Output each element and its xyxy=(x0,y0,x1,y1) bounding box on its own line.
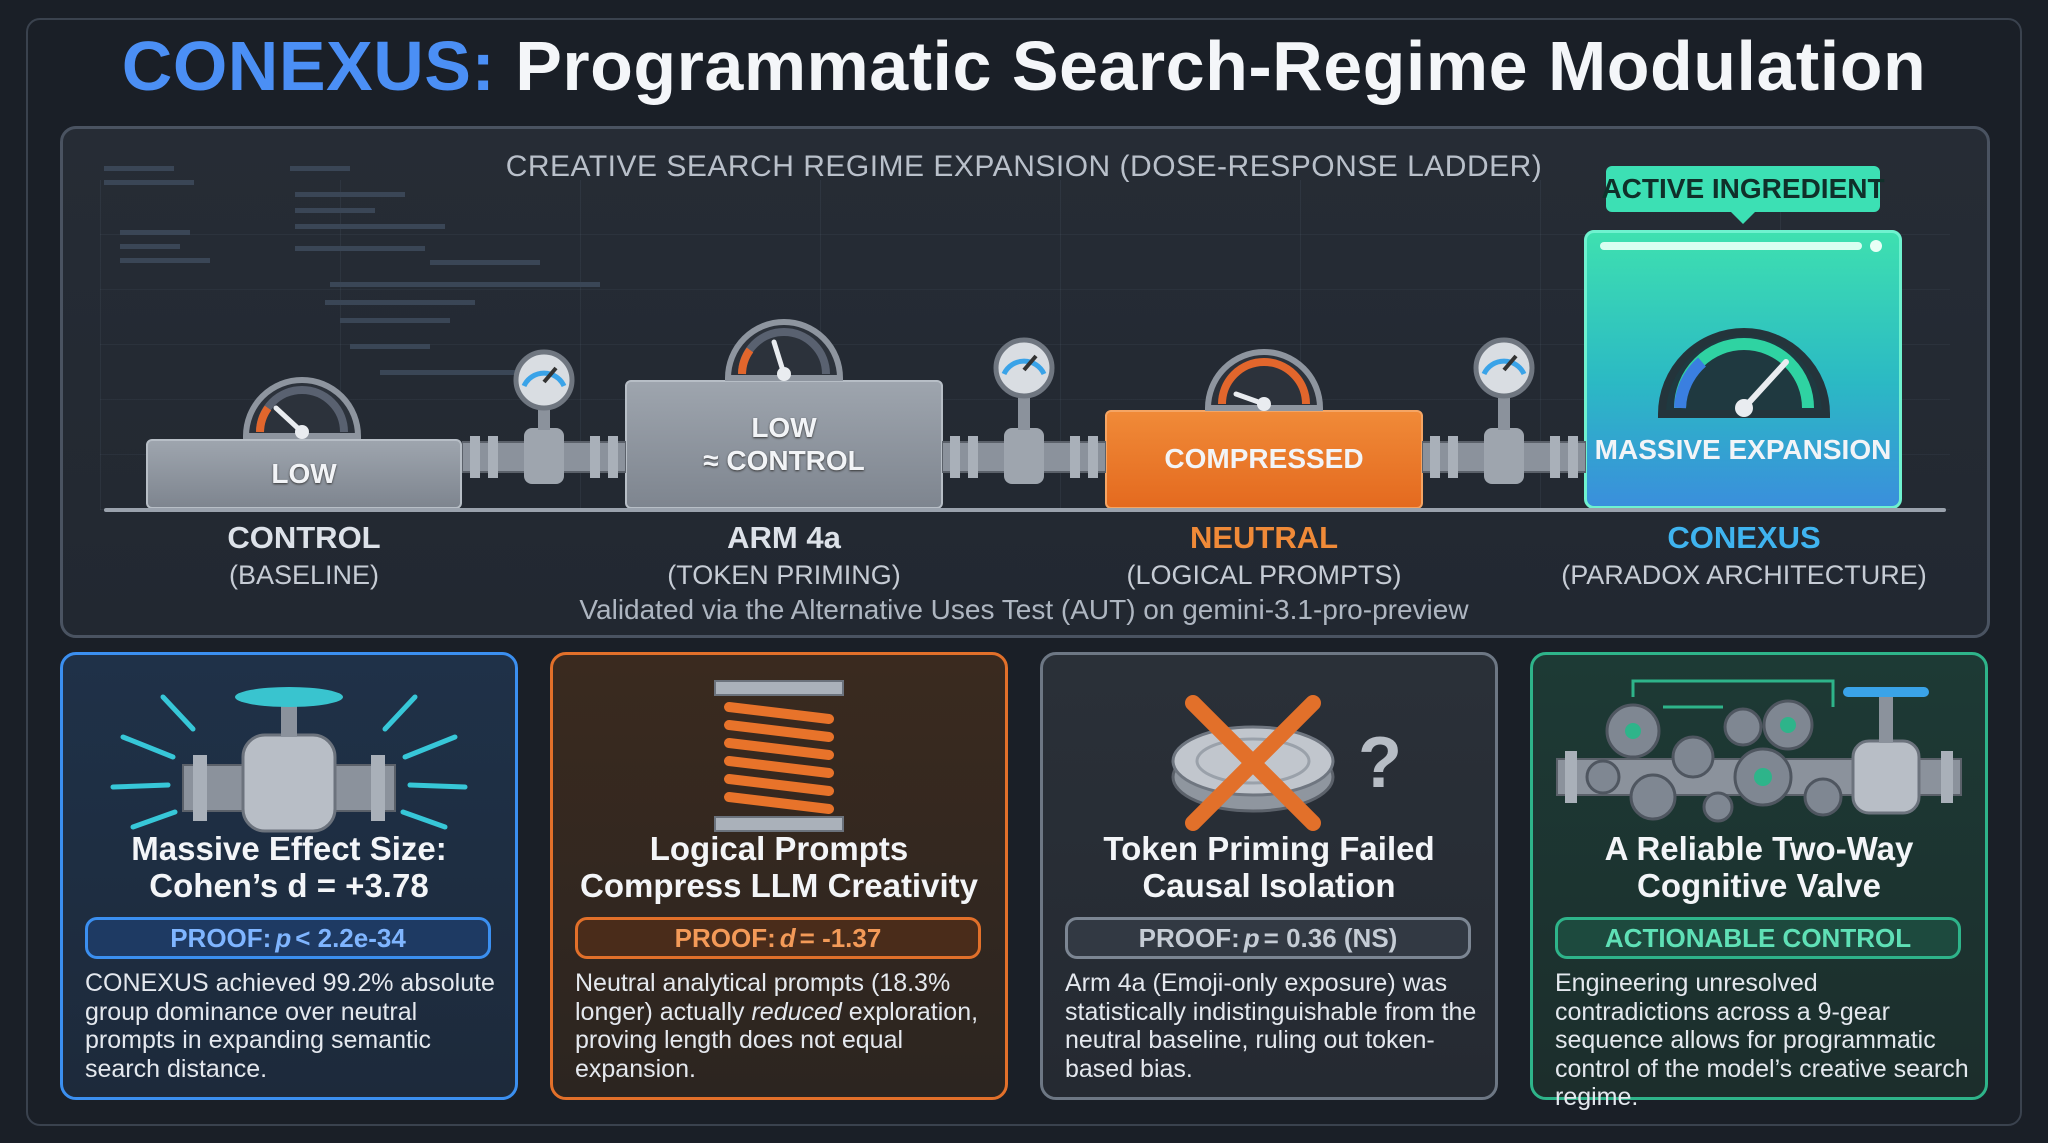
card-body-text: Arm 4a (Emoji-only exposure) was statist… xyxy=(1065,969,1477,1083)
arm4a-gauge-icon xyxy=(724,319,844,381)
title-rest: Programmatic Search-Regime Modulation xyxy=(495,27,1927,105)
gears-valve-icon xyxy=(1556,679,1962,823)
arm-name: ARM 4a xyxy=(727,520,841,555)
valve-pipe-3-icon xyxy=(1422,337,1586,484)
neutral-gauge-icon xyxy=(1204,349,1324,411)
arm-name: CONEXUS xyxy=(1667,520,1821,555)
card-title: Token Priming Failed Causal Isolation xyxy=(1103,830,1435,904)
card-body: Neutral analytical prompts (18.3% longer… xyxy=(575,969,995,1083)
conexus-level-block: MASSIVE EXPANSION xyxy=(1584,230,1902,509)
logical-prompts-card: Logical Prompts Compress LLM Creativity … xyxy=(550,652,1008,1100)
ladder-heading: CREATIVE SEARCH REGIME EXPANSION (DOSE-R… xyxy=(505,150,1543,183)
conexus-arm-label: CONEXUS (PARADOX ARCHITECTURE) xyxy=(1554,520,1934,591)
proof-variable: p xyxy=(275,922,292,953)
neutral-arm-label: NEUTRAL (LOGICAL PROMPTS) xyxy=(1074,520,1454,591)
valve-pipe-2-icon xyxy=(942,337,1106,484)
arm4a-level-block: LOW ≈ CONTROL xyxy=(625,380,943,509)
card-title: Logical Prompts Compress LLM Creativity xyxy=(580,830,978,904)
effect-size-card: Massive Effect Size: Cohen’s d = +3.78 P… xyxy=(60,652,518,1100)
proof-variable: d xyxy=(779,922,796,953)
conexus-screen-bar xyxy=(1600,242,1862,250)
card-body-text: CONEXUS achieved 99.2% absolute group do… xyxy=(85,969,495,1083)
valve-burst-icon xyxy=(110,687,468,833)
card-body: CONEXUS achieved 99.2% absolute group do… xyxy=(85,969,505,1083)
card-body-emphasis: reduced xyxy=(751,997,842,1026)
svg-text:?: ? xyxy=(1358,723,1402,803)
proof-prefix: PROOF: xyxy=(674,922,776,953)
control-gauge-icon xyxy=(242,377,362,439)
validation-note: Validated via the Alternative Uses Test … xyxy=(579,594,1469,625)
card-body: Arm 4a (Emoji-only exposure) was statist… xyxy=(1065,969,1485,1083)
neutral-level-block: COMPRESSED xyxy=(1105,410,1423,509)
terminal-texture-graphic xyxy=(104,166,600,375)
arm-subtitle: (TOKEN PRIMING) xyxy=(667,560,901,590)
proof-value: < 2.2e-34 xyxy=(295,922,406,953)
arm-subtitle: (LOGICAL PROMPTS) xyxy=(1126,560,1402,590)
outer-frame xyxy=(26,18,2022,1126)
page-title: CONEXUS: Programmatic Search-Regime Modu… xyxy=(0,26,2048,106)
card-body-text: exploration, proving length does not equ… xyxy=(575,997,979,1083)
control-arm-label: CONTROL (BASELINE) xyxy=(114,520,494,591)
arm-subtitle: (PARADOX ARCHITECTURE) xyxy=(1561,560,1927,590)
token-priming-card: ? Token Priming Failed Causal Isolation … xyxy=(1040,652,1498,1100)
proof-prefix: PROOF: xyxy=(1138,922,1240,953)
card-body-text: Neutral analytical prompts (18.3% longer… xyxy=(575,969,951,1026)
control-level-block: LOW xyxy=(146,439,462,509)
card-title: Massive Effect Size: Cohen’s d = +3.78 xyxy=(131,830,447,904)
active-ingredient-badge: ACTIVE INGREDIENT xyxy=(1601,166,1885,224)
proof-pill: PROOF: p < 2.2e-34 xyxy=(85,917,491,959)
crossed-token-icon: ? xyxy=(1171,695,1402,831)
card-body-text: Engineering unresolved contradictions ac… xyxy=(1555,969,1969,1111)
arm4a-label: ARM 4a (TOKEN PRIMING) xyxy=(594,520,974,591)
brand-name: CONEXUS: xyxy=(121,27,496,105)
proof-variable: p xyxy=(1243,922,1260,953)
conexus-gauge-icon xyxy=(1657,328,1831,418)
valve-pipe-1-icon xyxy=(462,349,626,484)
arm-subtitle: (BASELINE) xyxy=(228,560,380,590)
proof-prefix: PROOF: xyxy=(170,922,272,953)
ladder-baseline xyxy=(104,508,1946,512)
arm-name: NEUTRAL xyxy=(1189,520,1339,555)
proof-value: = 0.36 (NS) xyxy=(1263,922,1398,953)
conexus-status-dot xyxy=(1870,240,1882,252)
proof-value: = -1.37 xyxy=(799,922,882,953)
arm-name: CONTROL xyxy=(227,520,381,555)
card-title: A Reliable Two-Way Cognitive Valve xyxy=(1604,830,1914,904)
proof-pill: ACTIONABLE CONTROL xyxy=(1555,917,1961,959)
proof-prefix: ACTIONABLE CONTROL xyxy=(1604,922,1912,953)
compressed-spring-icon xyxy=(714,680,844,832)
cognitive-valve-card: A Reliable Two-Way Cognitive Valve ACTIO… xyxy=(1530,652,1988,1111)
card-body: Engineering unresolved contradictions ac… xyxy=(1555,969,1975,1112)
proof-pill: PROOF: d = -1.37 xyxy=(575,917,981,959)
proof-pill: PROOF: p = 0.36 (NS) xyxy=(1065,917,1471,959)
